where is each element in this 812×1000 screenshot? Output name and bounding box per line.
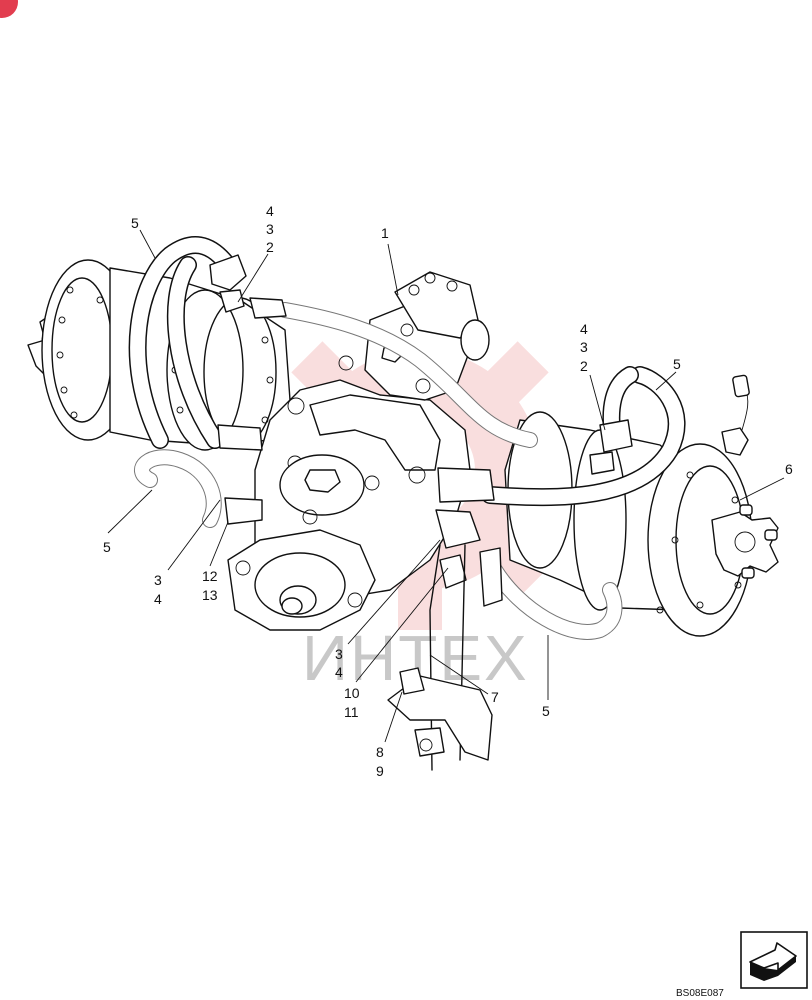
callout-3-center: 3	[335, 646, 343, 662]
next-page-arrow-icon[interactable]	[740, 931, 808, 989]
hose-fittings	[209, 254, 633, 589]
callout-5-right-bottom: 5	[542, 703, 550, 719]
callout-8: 8	[376, 744, 384, 760]
callout-7: 7	[491, 689, 499, 705]
callout-5-right-top: 5	[673, 356, 681, 372]
callout-4-left-top: 4	[266, 203, 274, 219]
callout-4-center: 4	[335, 664, 343, 680]
figure-id: BS08E087	[676, 988, 724, 999]
callout-4-right-top: 4	[580, 321, 588, 337]
callout-1: 1	[381, 225, 389, 241]
callout-3-right-top: 3	[580, 339, 588, 355]
hydraulic-pump	[227, 379, 471, 631]
leader-lines	[107, 229, 785, 743]
callout-2-right: 2	[580, 358, 588, 374]
callout-3-left-bottom: 3	[154, 572, 162, 588]
callout-numbers: 1 5 4 3 2 4 3 2 5 6 5 3 4 12 13 3 4 10 1…	[103, 203, 793, 779]
callout-11: 11	[344, 704, 359, 720]
callout-2-left: 2	[266, 239, 274, 255]
lower-bracket	[387, 544, 503, 771]
callout-13: 13	[202, 587, 218, 603]
hose-right-lower	[487, 562, 623, 640]
callout-5-left-bottom: 5	[103, 539, 111, 555]
callout-10: 10	[344, 685, 360, 701]
left-drive-motor	[27, 259, 291, 451]
callout-4-left-bottom: 4	[154, 591, 162, 607]
callout-9: 9	[376, 763, 384, 779]
hose-top-crossover	[277, 302, 538, 448]
hose-left-lower	[134, 449, 222, 528]
corner-badge	[0, 0, 18, 18]
callout-3-left-top: 3	[266, 221, 274, 237]
callout-6: 6	[785, 461, 793, 477]
callout-5-left-top: 5	[131, 215, 139, 231]
callout-12: 12	[202, 568, 218, 584]
hose-left-upper	[128, 236, 239, 449]
